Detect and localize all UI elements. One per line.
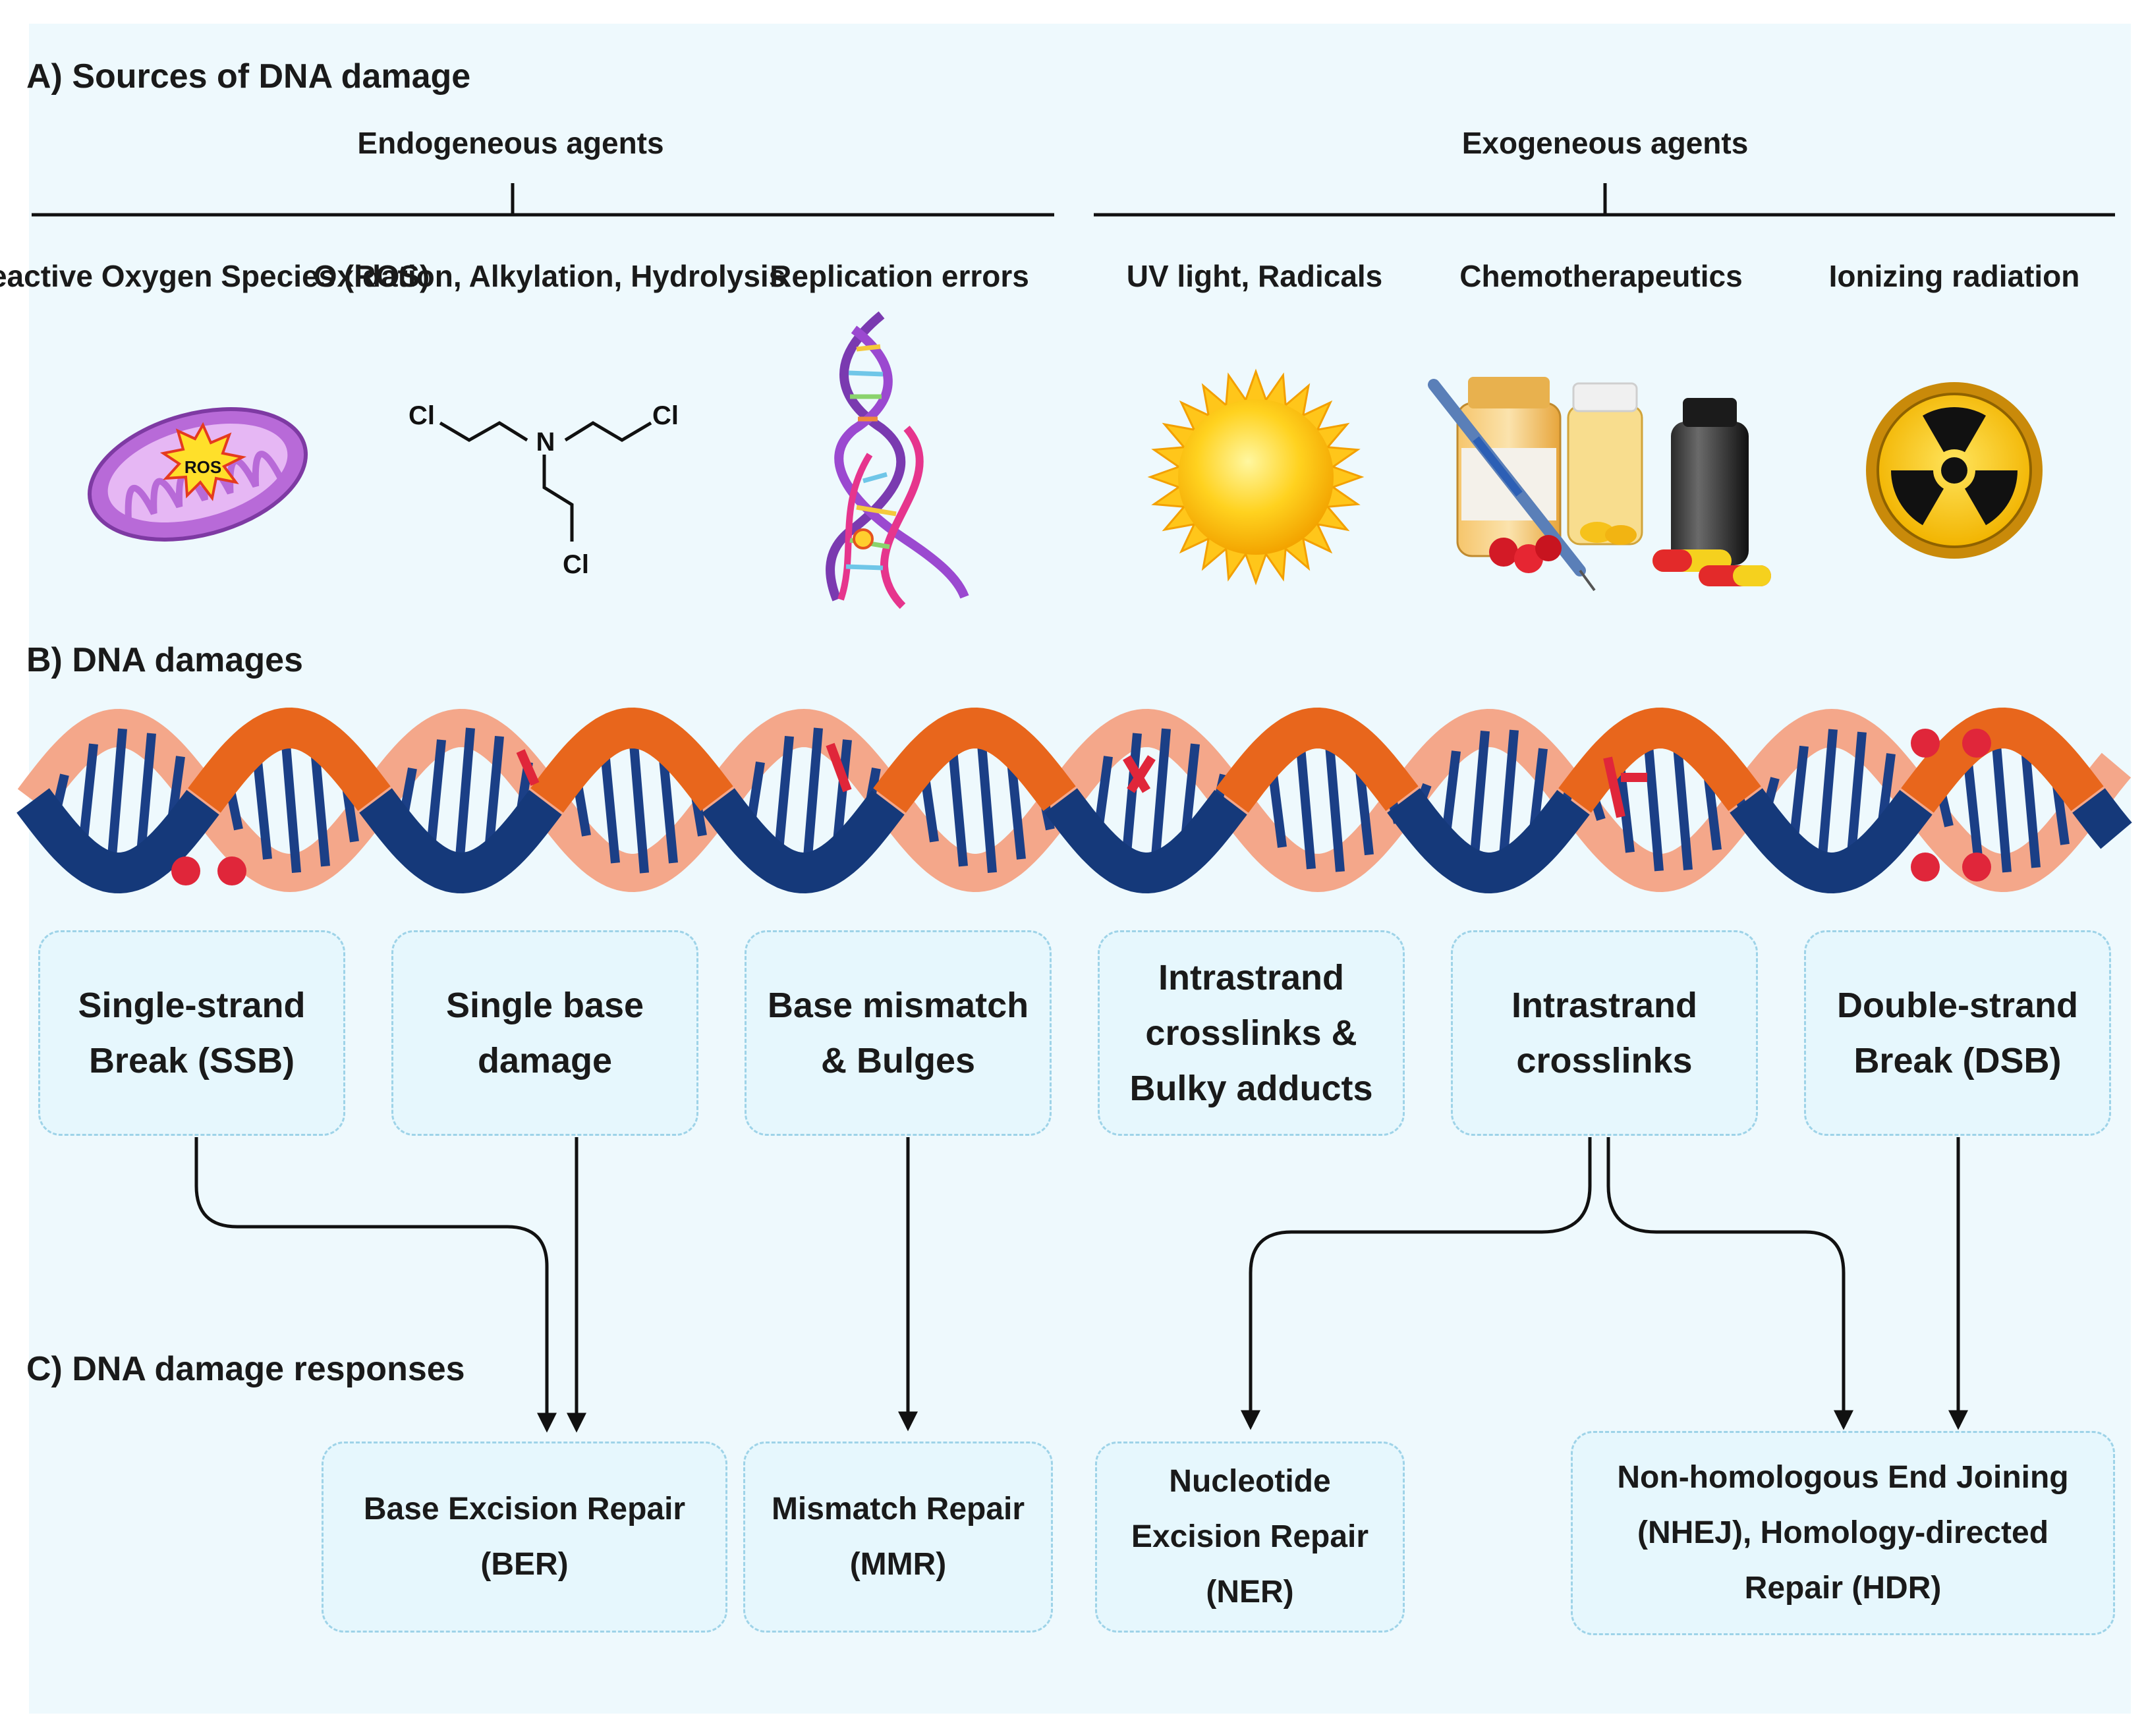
- damage-box-mismatch: Base mismatch & Bulges: [745, 930, 1052, 1136]
- repair-box-ber: Base Excision Repair (BER): [322, 1442, 727, 1633]
- damage-label-single-base: Single base damage: [445, 986, 644, 1080]
- damage-label-mismatch: Base mismatch & Bulges: [767, 986, 1029, 1080]
- exogenous-agents-label: Exogeneous agents: [1461, 126, 1749, 160]
- repair-label-ber: Base Excision Repair (BER): [363, 1492, 686, 1582]
- dna-helix: [16, 707, 2132, 894]
- repair-arrows: [194, 1137, 1968, 1433]
- arrow-crosslinks-to-ner: [1241, 1137, 1592, 1430]
- repair-box-ner: Nucleotide Excision Repair (NER): [1095, 1442, 1405, 1633]
- source-label-oxidation: Oxidation, Alkylation, Hydrolysis: [313, 259, 786, 293]
- damage-label-intrastrand-bulky: Intrastrand crosslinks & Bulky adducts: [1129, 958, 1373, 1108]
- dna-replication-icon: [826, 311, 969, 609]
- damage-box-intrastrand: Intrastrand crosslinks: [1451, 930, 1758, 1136]
- section-c-title: C) DNA damage responses: [26, 1350, 465, 1388]
- ros-badge-text: ROS: [184, 457, 221, 477]
- repair-label-mmr: Mismatch Repair (MMR): [771, 1492, 1025, 1582]
- damage-box-dsb: Double-strand Break (DSB): [1804, 930, 2111, 1136]
- repair-label-nhej-hdr: Non-homologous End Joining (NHEJ), Homol…: [1617, 1460, 2069, 1606]
- sun-icon: [1147, 368, 1365, 586]
- endogenous-agents-label: Endogeneous agents: [357, 126, 664, 160]
- repair-box-mmr: Mismatch Repair (MMR): [743, 1442, 1053, 1633]
- exogenous-bracket: [1094, 183, 2115, 217]
- endogenous-bracket: [32, 183, 1054, 217]
- arrow-crosslinks-to-hdr: [1606, 1137, 1853, 1430]
- damage-box-intrastrand-bulky: Intrastrand crosslinks & Bulky adducts: [1098, 930, 1405, 1136]
- source-label-chemo: Chemotherapeutics: [1459, 259, 1743, 293]
- repair-label-ner: Nucleotide Excision Repair (NER): [1131, 1464, 1369, 1610]
- damage-box-ssb: Single-strand Break (SSB): [38, 930, 345, 1136]
- source-label-ros: Reactive Oxygen Species (ROS): [0, 259, 430, 293]
- section-b-title: B) DNA damages: [26, 641, 303, 679]
- damage-label-intrastrand: Intrastrand crosslinks: [1511, 986, 1698, 1080]
- radiation-symbol-icon: [1866, 382, 2043, 559]
- nitrogen-mustard-structure-icon: Cl N Cl Cl: [409, 401, 679, 579]
- drug-bottles-icon: [1428, 377, 1771, 592]
- arrow-ssb-to-ber: [194, 1137, 557, 1433]
- svg-text:Cl: Cl: [563, 550, 589, 579]
- damage-label-ssb: Single-strand Break (SSB): [78, 986, 306, 1080]
- section-a-title: A) Sources of DNA damage: [26, 57, 471, 96]
- repair-box-nhej-hdr: Non-homologous End Joining (NHEJ), Homol…: [1571, 1431, 2115, 1635]
- damage-box-single-base: Single base damage: [391, 930, 698, 1136]
- mitochondrion-icon: ROS: [87, 407, 308, 542]
- source-label-uv: UV light, Radicals: [1126, 259, 1383, 293]
- source-label-replication: Replication errors: [770, 259, 1029, 293]
- svg-text:Cl: Cl: [652, 401, 679, 430]
- source-label-radiation: Ionizing radiation: [1828, 259, 2080, 293]
- damage-label-dsb: Double-strand Break (DSB): [1836, 986, 2078, 1080]
- svg-text:N: N: [536, 428, 555, 457]
- svg-text:Cl: Cl: [409, 401, 435, 430]
